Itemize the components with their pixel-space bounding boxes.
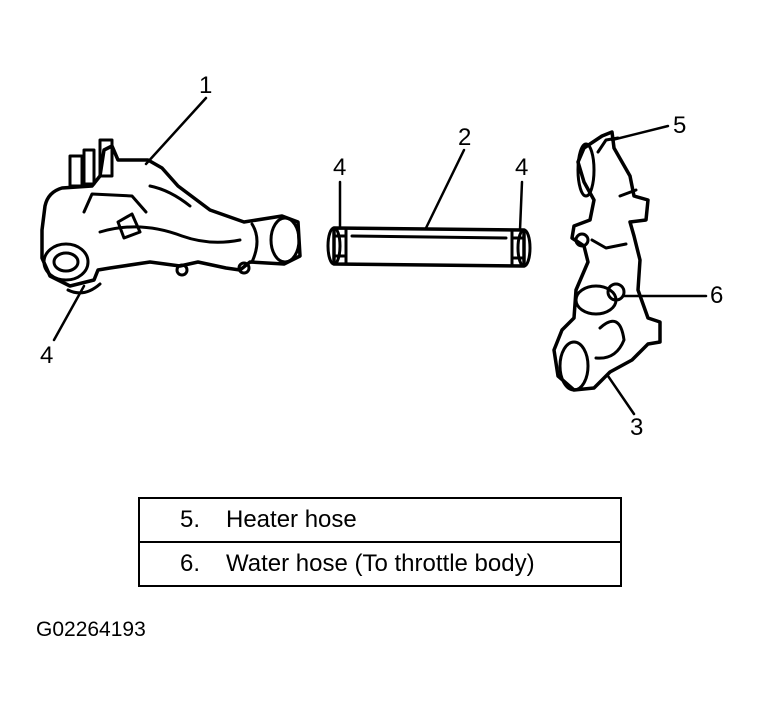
leader-lines: [52, 96, 708, 416]
legend-row: 5. Heater hose: [138, 497, 622, 543]
callout-4-pipe-right: 4: [515, 154, 529, 181]
figure-id: G02264193: [36, 618, 146, 641]
callout-2: 2: [458, 124, 472, 151]
legend-table: 5. Heater hose 6. Water hose (To throttle …: [138, 497, 622, 587]
water-housing-part-1: [40, 138, 302, 295]
legend-row: 6. Water hose (To throttle body): [138, 541, 622, 587]
callout-4-housing: 4: [40, 342, 54, 369]
parts-diagram: [40, 96, 708, 416]
callout-1: 1: [199, 72, 213, 99]
legend-text: Heater hose: [226, 506, 357, 533]
legend-text: Water hose (To throttle body): [226, 550, 535, 577]
legend-number: 5.: [179, 506, 200, 533]
callout-5: 5: [673, 112, 687, 139]
water-pipe-part-2: [326, 226, 532, 268]
callout-6: 6: [710, 282, 724, 309]
water-pump-housing-part-3: [552, 130, 662, 392]
legend-number: 6.: [179, 550, 200, 577]
callout-4-pipe-left: 4: [333, 154, 347, 181]
callout-3: 3: [630, 414, 644, 441]
